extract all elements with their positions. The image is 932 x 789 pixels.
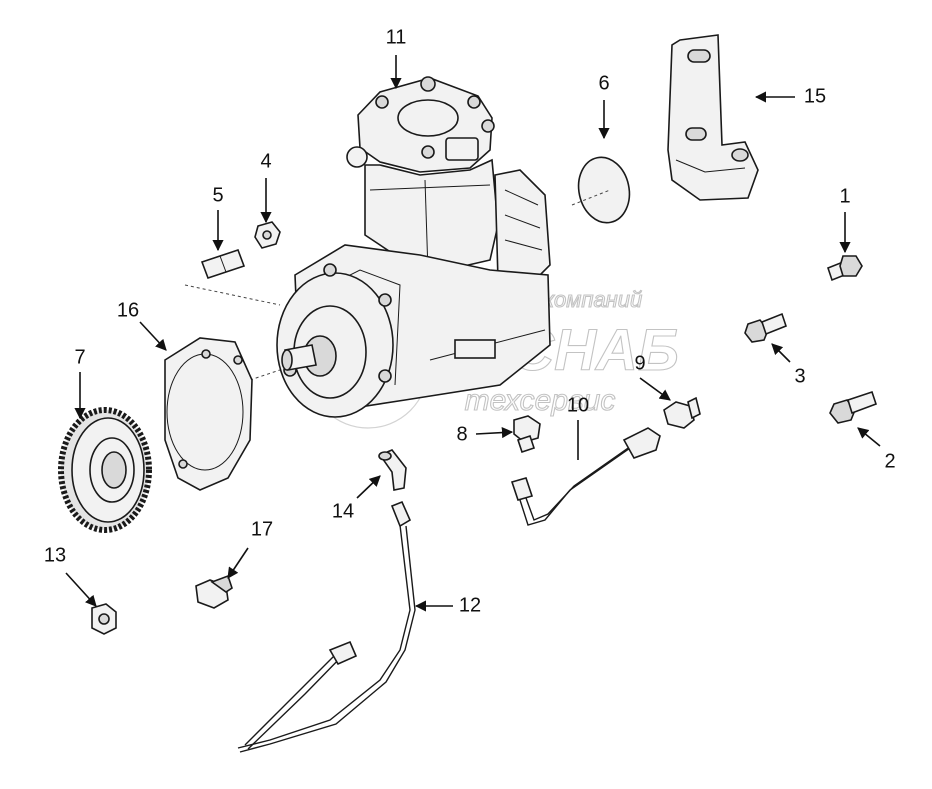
callout-13: 13 (44, 544, 66, 566)
callout-arrow-17 (227, 547, 249, 579)
callout-5: 5 (212, 184, 223, 206)
callout-9: 9 (634, 352, 645, 374)
connector-fitting-8 (513, 415, 541, 454)
callout-17: 17 (251, 518, 273, 540)
callout-arrows (65, 55, 881, 612)
bolt-3 (744, 312, 787, 343)
callout-arrow-16 (139, 321, 167, 351)
drive-gear (58, 407, 152, 533)
callout-2: 2 (884, 450, 895, 472)
callout-arrow-9 (639, 377, 671, 401)
discharge-line (510, 427, 661, 526)
callout-arrow-3 (771, 343, 791, 363)
callout-6: 6 (598, 72, 609, 94)
callout-10: 10 (567, 394, 589, 416)
bolt-2 (829, 390, 878, 424)
callout-arrow-8 (475, 426, 514, 439)
callout-15: 15 (804, 85, 826, 107)
air-compressor-body (184, 76, 551, 418)
callout-8: 8 (456, 423, 467, 445)
gasket (164, 337, 253, 491)
callout-1: 1 (839, 185, 850, 207)
callout-3: 3 (794, 365, 805, 387)
watermark-line-3: техсервис (465, 384, 616, 417)
mounting-bracket (667, 34, 759, 201)
callout-arrow-13 (65, 572, 97, 607)
elbow-fitting (378, 449, 407, 491)
bolt-1 (827, 255, 863, 282)
callout-arrow-14 (356, 475, 381, 499)
callout-14: 14 (332, 500, 354, 522)
callout-4: 4 (260, 150, 271, 172)
callout-7: 7 (74, 346, 85, 368)
nut (254, 221, 281, 249)
callout-11: 11 (386, 26, 407, 48)
stud (200, 248, 246, 280)
callout-16: 16 (117, 299, 139, 321)
callout-arrow-2 (857, 427, 881, 447)
callout-12: 12 (459, 594, 481, 616)
connector-fitting-9 (663, 396, 701, 429)
o-ring-seal (571, 156, 631, 224)
callout-labels: 11 15 6 4 5 1 16 3 7 9 10 8 2 14 17 13 1… (44, 26, 896, 616)
gear-nut (91, 603, 117, 635)
plug (195, 574, 233, 609)
